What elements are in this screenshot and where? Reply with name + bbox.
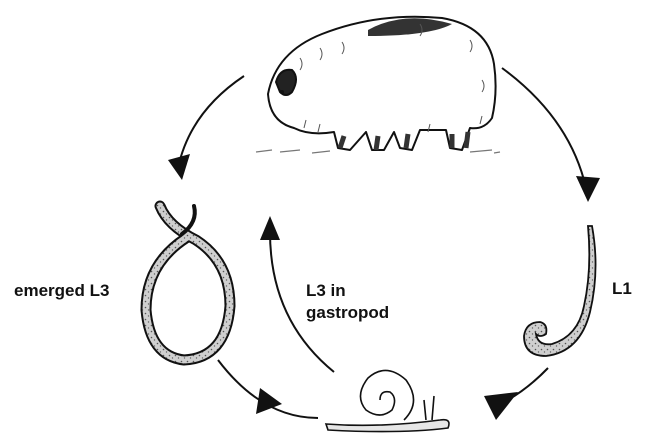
snail-shell-spiral xyxy=(360,370,413,420)
arrowhead-l1 xyxy=(576,176,600,202)
arrow-host-to-l1 xyxy=(502,68,586,188)
snail-foot xyxy=(326,420,449,432)
label-l3-in-gastropod-line1: L3 in xyxy=(306,281,346,300)
label-l1: L1 xyxy=(612,279,632,298)
arrow-emerged-to-host xyxy=(178,76,244,168)
arrowhead-host xyxy=(168,154,190,180)
emerged-l3-larva-icon xyxy=(146,206,230,360)
l1-larva-body xyxy=(524,226,596,356)
label-emerged-l3: emerged L3 xyxy=(14,281,109,300)
snail-tentacle xyxy=(424,396,434,420)
label-l3-in-gastropod-line2: gastropod xyxy=(306,303,389,322)
muskox-horn xyxy=(276,70,296,95)
muskox-eye xyxy=(280,90,284,94)
muskox-body xyxy=(268,17,496,150)
arrowhead-snail xyxy=(484,392,518,420)
gastropod-snail-icon xyxy=(326,370,449,431)
l1-larva-icon xyxy=(524,226,596,356)
muskox-icon xyxy=(256,17,500,153)
arrow-snail-to-l3-in xyxy=(270,232,334,372)
arrowhead-l3-in xyxy=(260,216,280,240)
